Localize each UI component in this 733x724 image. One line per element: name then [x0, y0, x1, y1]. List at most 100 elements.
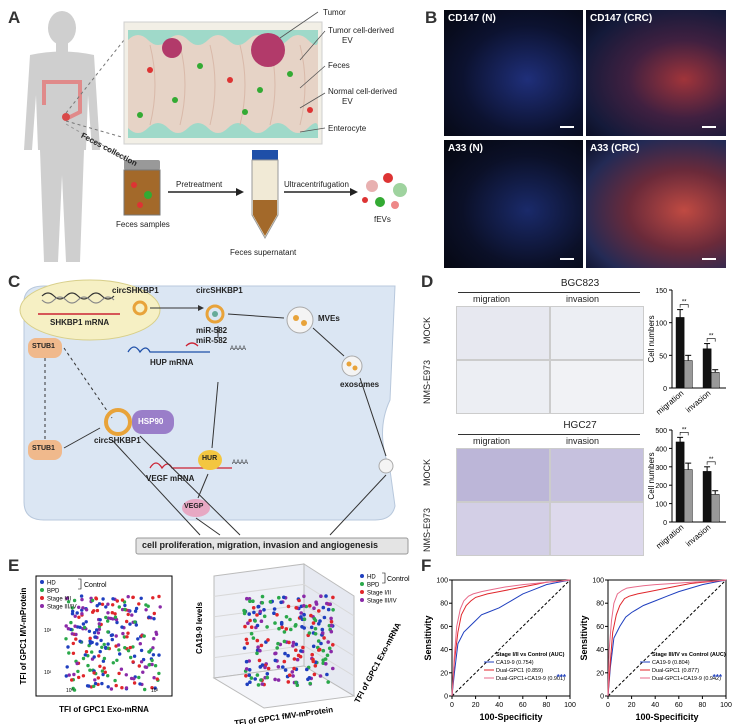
circrna-icon: [132, 300, 148, 316]
row-label: MOCK: [422, 317, 432, 344]
sig-label: **: [682, 427, 687, 433]
scatter-point: [93, 678, 97, 682]
bar: [702, 471, 712, 523]
scatter-point: [329, 619, 334, 624]
label-enterocyte: Enterocyte: [328, 124, 367, 133]
scatter-point: [131, 645, 135, 649]
x-tick-label: 10⁰: [66, 688, 74, 694]
scatter-point: [96, 631, 101, 635]
scatter-point: [243, 624, 247, 629]
scatter-point: [95, 604, 99, 608]
scatter-point: [81, 606, 85, 610]
scatter-point: [101, 659, 106, 663]
scatter-point: [327, 646, 332, 651]
scatter-point: [302, 594, 306, 599]
exosome-icon: [378, 458, 394, 474]
scatter-point: [258, 665, 263, 669]
plot-frame: [35, 575, 173, 697]
label-outcome: cell proliferation, migration, invasion …: [142, 540, 379, 550]
label-hsp90: HSP90: [138, 417, 164, 426]
legend-group: Control: [387, 576, 410, 583]
arrow: [211, 381, 219, 449]
scatter-point: [90, 650, 94, 654]
scatter-point: [120, 686, 124, 690]
scatter-point: [298, 654, 303, 659]
scatter-point: [313, 632, 318, 636]
label-circ3: circSHKBP1: [94, 436, 141, 445]
scatter-point: [256, 645, 260, 649]
jar-lid: [124, 160, 160, 170]
scatter-point: [262, 608, 266, 612]
scatter-point: [102, 656, 107, 661]
scatter-point: [124, 686, 129, 690]
colon-lumen: [128, 30, 318, 138]
x-tick-label: migration: [654, 389, 685, 417]
scatter-point: [106, 611, 110, 615]
scatter-point: [144, 608, 148, 612]
scatter-point: [273, 651, 277, 656]
scatter-point: [77, 615, 81, 619]
circrna-icon: [205, 304, 225, 324]
scatter-point: [113, 615, 118, 619]
scatter-point: [118, 652, 122, 656]
y-axis-label: TFI of GPC1 MV-mProtein: [19, 587, 28, 684]
scatter-point: [291, 674, 295, 678]
scatter-point: [316, 639, 321, 643]
scatter-point: [102, 666, 106, 670]
legend-label: Dual-GPC1+CA19-9 (0.901): [496, 676, 565, 682]
scatter-point: [258, 648, 262, 653]
scatter-point: [90, 598, 95, 603]
colon-icon: [42, 80, 82, 120]
scatter-point: [130, 613, 134, 617]
scatter-point: [276, 641, 280, 646]
arrow-head: [350, 188, 358, 196]
label-circ2: circSHKBP1: [196, 286, 243, 295]
scatter-point: [276, 678, 281, 682]
sig-label: **: [709, 457, 714, 463]
arrow: [359, 377, 387, 457]
tumor-small-icon: [162, 38, 182, 58]
scatter-point: [300, 625, 304, 629]
bar: [683, 469, 693, 523]
scatter-point: [115, 620, 119, 625]
scatter-point: [331, 643, 335, 647]
label-mir582-2: miR-582: [196, 336, 228, 345]
scatter-point: [265, 672, 270, 676]
scatter-point: [244, 667, 249, 671]
scatter-point: [283, 668, 288, 672]
scatter-point: [109, 687, 114, 691]
scatter-point: [153, 686, 157, 690]
scatter-point: [115, 658, 119, 662]
scatter-point: [133, 609, 138, 613]
scatter-point: [313, 626, 318, 631]
grid-line: [303, 604, 355, 637]
y-axis-label: Cell numbers: [647, 452, 656, 499]
scatter-point: [329, 629, 334, 634]
scatter-point: [119, 667, 124, 671]
scatter-point: [151, 596, 155, 600]
x-tick-label: 20: [628, 702, 636, 709]
legend-bracket: [78, 578, 82, 590]
scatter-point: [284, 627, 289, 631]
sig-bracket: [706, 461, 716, 465]
scatter-point: [111, 597, 115, 601]
scatter-point: [312, 606, 316, 610]
scatter-point: [66, 600, 71, 604]
y-tick-label: 0: [444, 694, 448, 701]
scatter-point: [157, 671, 161, 676]
scatter-point: [322, 615, 327, 620]
scatter-point: [79, 594, 84, 598]
roc-curve: [607, 579, 727, 697]
scatter-point: [288, 617, 292, 622]
scatter-point: [307, 631, 312, 635]
scatter-point: [111, 603, 115, 607]
scatter-point: [247, 612, 251, 616]
legend-label: HD: [47, 581, 56, 587]
scatter-point: [86, 663, 90, 668]
scatter-point: [329, 616, 333, 621]
panel-b: CD147 (N) CD147 (CRC) A33 (N) A33 (CRC): [444, 10, 726, 268]
scale-bar: [702, 126, 716, 128]
scatter-point: [141, 657, 146, 662]
scatter-point: [242, 608, 246, 613]
